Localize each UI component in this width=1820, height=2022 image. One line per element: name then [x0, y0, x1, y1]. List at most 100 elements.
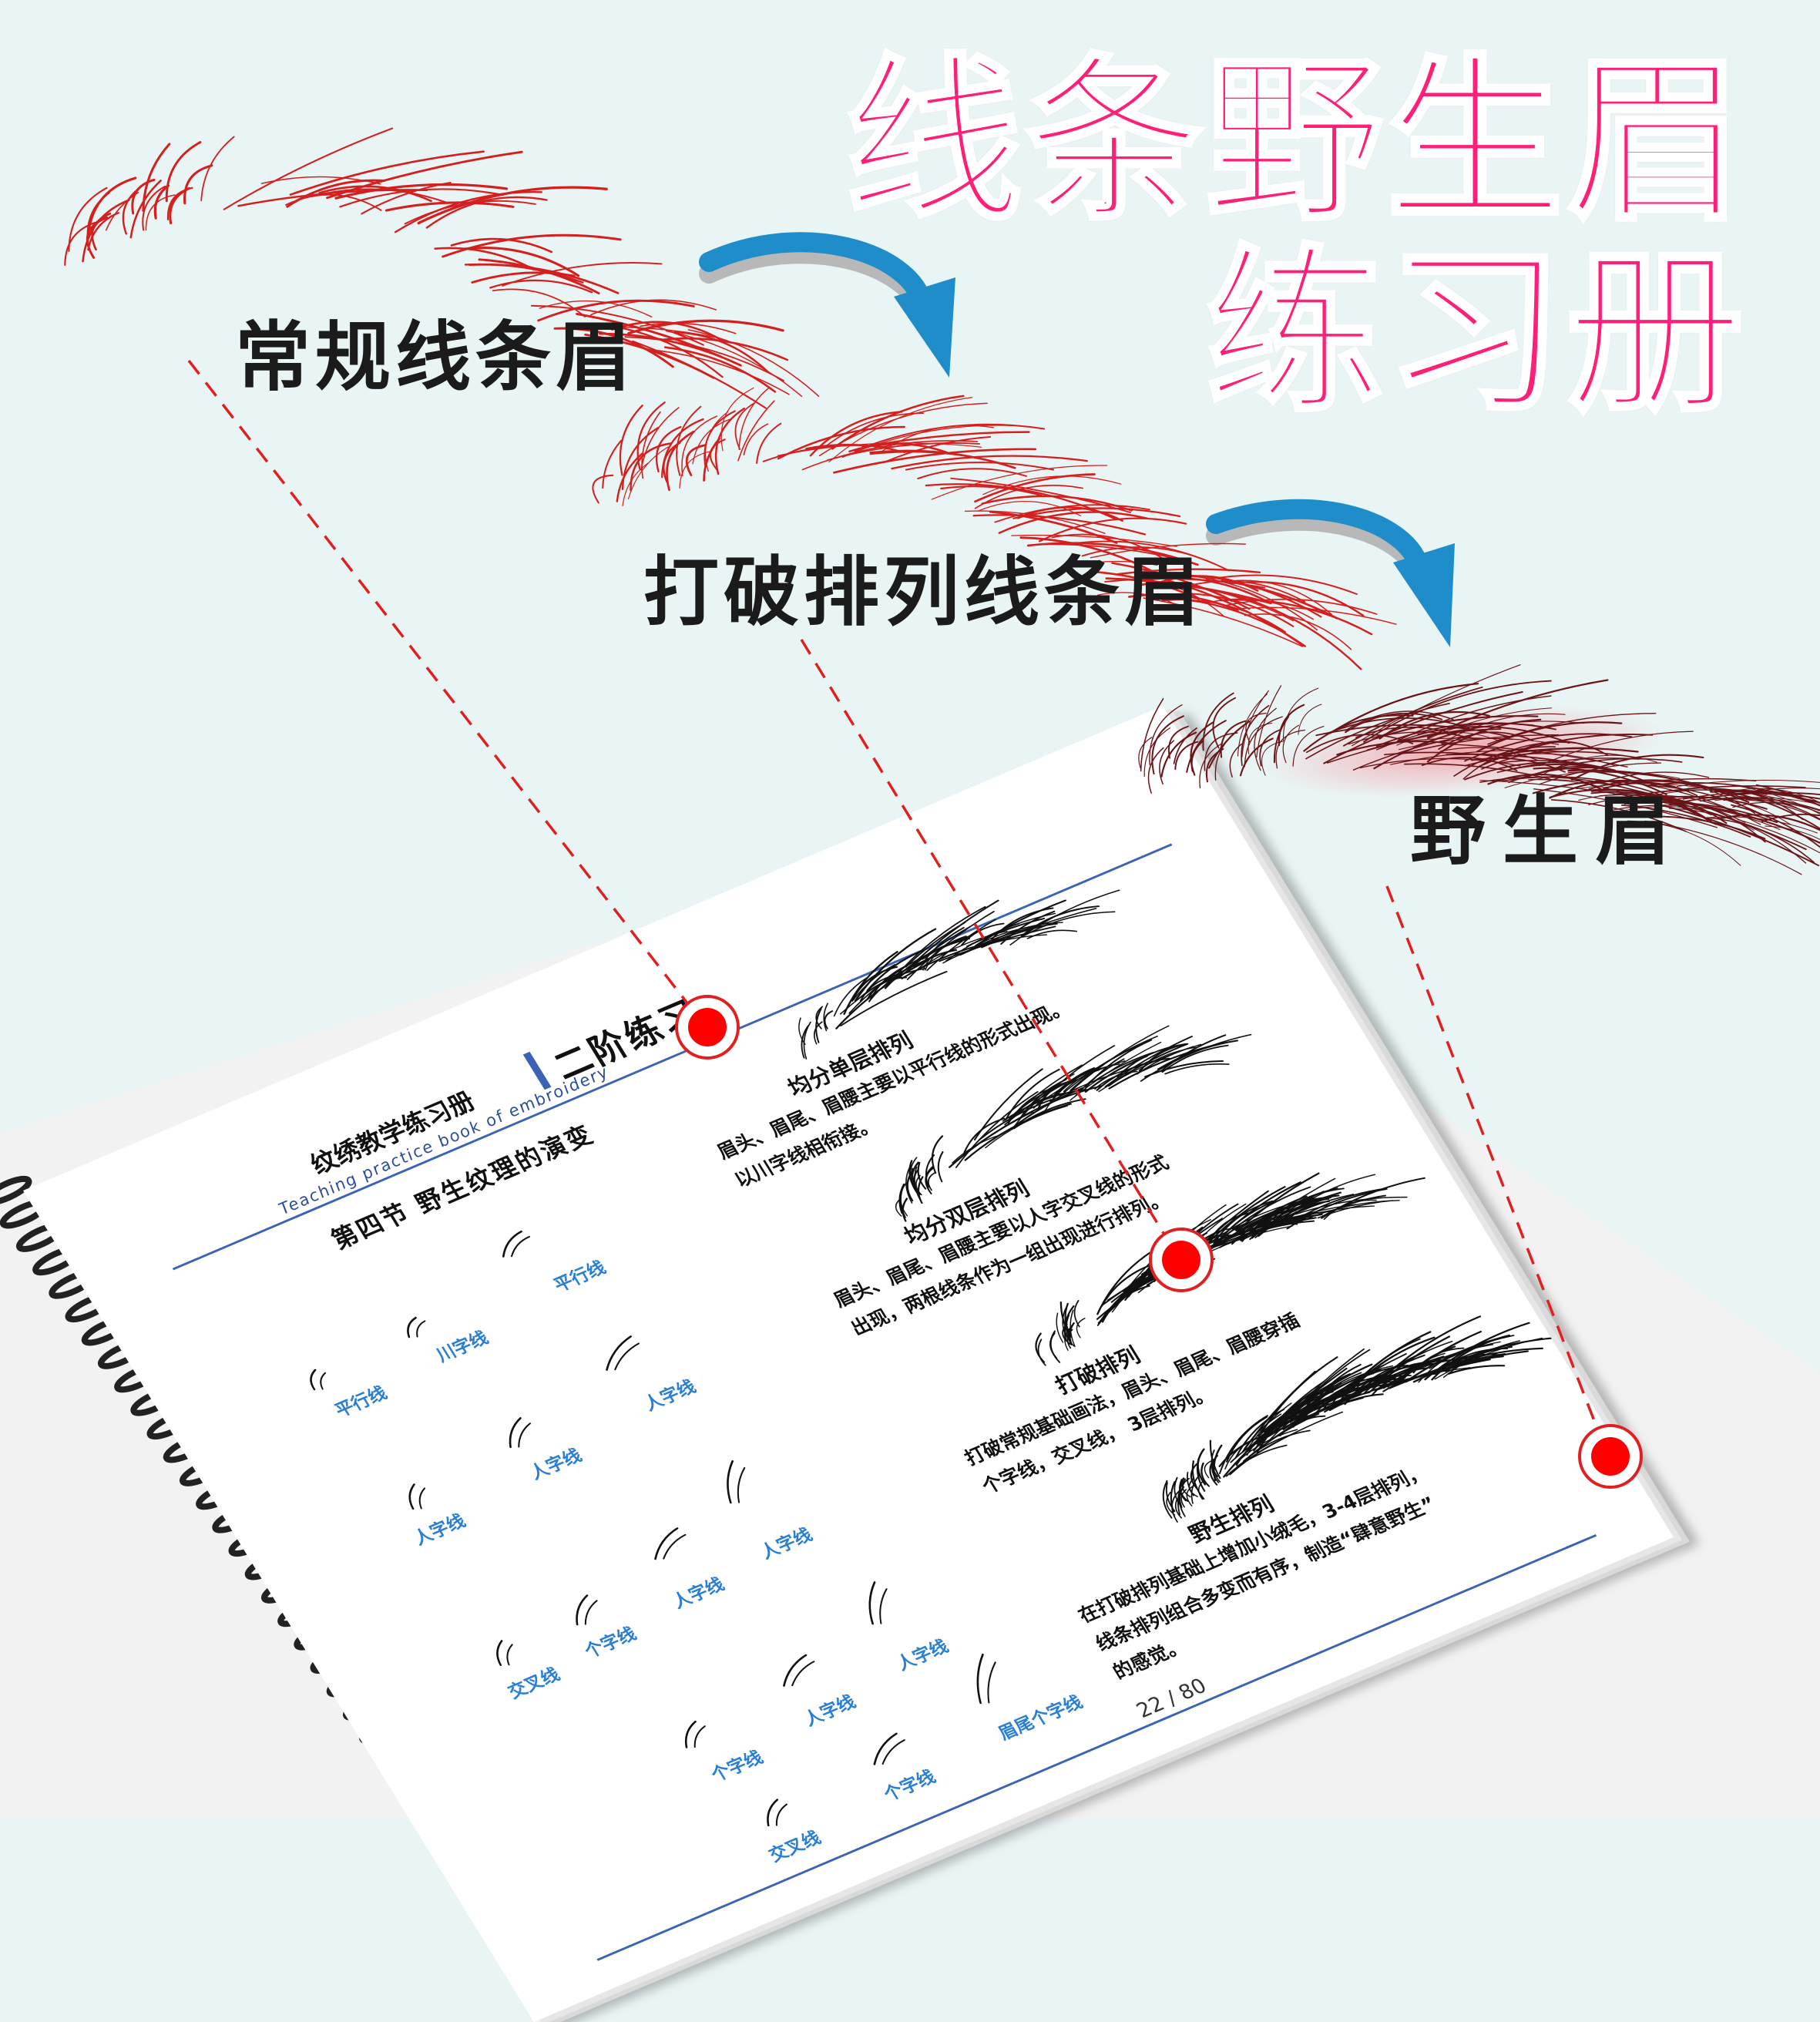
hair-stroke	[1136, 1046, 1194, 1075]
hair-stroke	[1234, 1408, 1285, 1459]
hair-stroke	[153, 184, 170, 220]
hair-stroke	[928, 1172, 936, 1191]
hair-stroke	[1426, 718, 1542, 763]
hair-stroke	[693, 1725, 706, 1748]
hair-stroke	[1206, 748, 1224, 783]
hair-stroke	[537, 299, 695, 322]
hair-stroke	[1205, 574, 1358, 596]
hair-stroke	[901, 941, 992, 979]
hair-stroke	[734, 402, 756, 450]
overlay-graphics	[64, 127, 1820, 1489]
hair-stroke	[681, 415, 718, 477]
main-title-line-1: 线条野生眉	[843, 39, 1747, 245]
hair-stroke	[1429, 1341, 1501, 1369]
hair-stroke	[1252, 1187, 1338, 1232]
hair-stroke	[1366, 728, 1502, 751]
broken-brow-label: 打破排列线条眉	[643, 549, 1205, 636]
hair-stroke	[630, 442, 673, 492]
hair-stroke	[1217, 590, 1362, 670]
hair-stroke	[974, 473, 1096, 503]
hair-stroke	[602, 439, 623, 489]
hair-stroke	[1168, 725, 1189, 759]
hair-stroke	[1009, 1082, 1067, 1120]
hair-stroke	[1160, 1034, 1227, 1072]
hair-stroke	[1194, 576, 1318, 631]
hair-stroke	[663, 1533, 687, 1560]
hair-stroke	[922, 940, 963, 971]
hair-stroke	[854, 928, 937, 1002]
hair-stroke	[1350, 1342, 1421, 1392]
hair-stroke	[407, 1316, 417, 1338]
arrow-icon	[1206, 499, 1455, 647]
hair-stroke	[1668, 808, 1807, 864]
hair-stroke	[1508, 767, 1605, 784]
hair-stroke	[962, 1117, 1006, 1155]
hair-stroke	[1624, 795, 1768, 810]
hair-stroke	[1761, 813, 1820, 823]
hair-stroke	[1549, 788, 1685, 805]
hair-stroke	[462, 247, 580, 277]
hair-stroke	[1476, 721, 1623, 753]
hair-stroke	[805, 443, 906, 454]
hair-stroke	[1315, 724, 1509, 737]
hair-stroke	[1419, 1347, 1543, 1378]
hair-stroke	[833, 977, 868, 1017]
hair-stroke	[926, 919, 996, 972]
hair-stroke	[791, 1661, 815, 1687]
hair-stroke	[1186, 720, 1227, 773]
hair-stroke	[1343, 686, 1483, 747]
hair-stroke	[1204, 1459, 1214, 1479]
hair-stroke	[82, 199, 130, 263]
hair-stroke	[756, 422, 782, 465]
hair-stroke	[1229, 743, 1243, 778]
hair-stroke	[1138, 737, 1153, 770]
hair-stroke	[985, 1105, 1068, 1149]
hair-stroke	[1526, 765, 1624, 778]
hair-stroke	[1374, 1359, 1491, 1392]
hair-stroke	[1017, 506, 1123, 522]
hair-stroke	[899, 1183, 908, 1217]
hair-stroke	[1204, 1204, 1295, 1253]
hair-stroke	[1057, 1035, 1158, 1099]
hair-stroke	[881, 1739, 905, 1765]
hair-stroke	[416, 1320, 426, 1338]
hair-stroke	[1104, 1036, 1194, 1088]
hair-stroke	[655, 425, 682, 473]
hair-stroke	[1323, 691, 1523, 764]
hair-stroke	[966, 917, 1046, 948]
hair-stroke	[654, 1527, 679, 1560]
hair-stroke	[982, 475, 1122, 495]
hair-stroke	[1012, 1098, 1086, 1130]
hair-stroke	[902, 1197, 908, 1222]
hair-stroke	[1097, 592, 1190, 613]
hair-stroke	[891, 455, 1088, 470]
hair-stroke	[1000, 910, 1056, 945]
hair-stroke	[737, 1466, 746, 1503]
hair-stroke	[1161, 1044, 1229, 1073]
hair-stroke	[86, 192, 110, 238]
hair-stroke	[1442, 743, 1628, 768]
hair-stroke	[869, 451, 1006, 465]
hair-stroke	[931, 1135, 944, 1174]
hair-stroke	[663, 442, 681, 483]
hair-stroke	[1590, 791, 1709, 821]
hair-stroke	[1567, 771, 1742, 798]
hair-stroke	[1026, 542, 1199, 566]
hair-stroke	[237, 189, 428, 207]
hair-stroke	[1128, 593, 1239, 612]
hair-stroke	[1111, 562, 1251, 610]
hair-stroke	[1005, 1068, 1060, 1120]
hair-stroke	[824, 1010, 834, 1029]
hair-stroke	[576, 312, 723, 358]
hair-stroke	[1305, 702, 1450, 760]
hair-stroke	[1279, 1415, 1326, 1437]
hair-stroke	[1219, 599, 1373, 636]
hair-stroke	[1368, 1365, 1421, 1389]
hair-stroke	[987, 1661, 996, 1704]
hair-stroke	[895, 1197, 902, 1217]
hair-stroke	[1063, 560, 1158, 569]
hair-stroke	[1200, 1462, 1211, 1487]
hair-stroke	[1186, 593, 1294, 627]
hair-stroke	[1147, 747, 1164, 794]
hair-stroke	[835, 960, 927, 1029]
